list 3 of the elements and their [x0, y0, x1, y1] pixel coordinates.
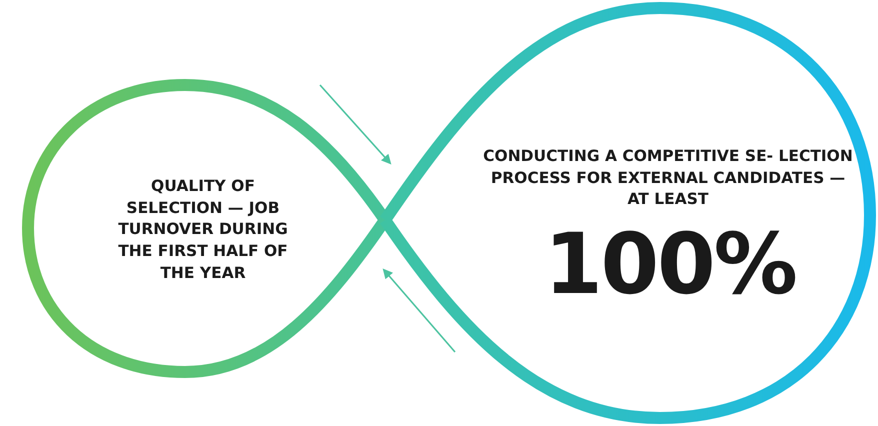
lobe-caption: CONDUCTING A COMPETITIVE SE- LECTION PROCESS FOR EXTERNAL CANDIDATES — AT LEAST [482, 146, 854, 210]
percentage-value: 100% [543, 222, 797, 306]
lobe-caption: QUALITY OF SELECTION — JOB TURNOVER DURING THE FIRST HALF OF THE YEAR [117, 176, 289, 284]
